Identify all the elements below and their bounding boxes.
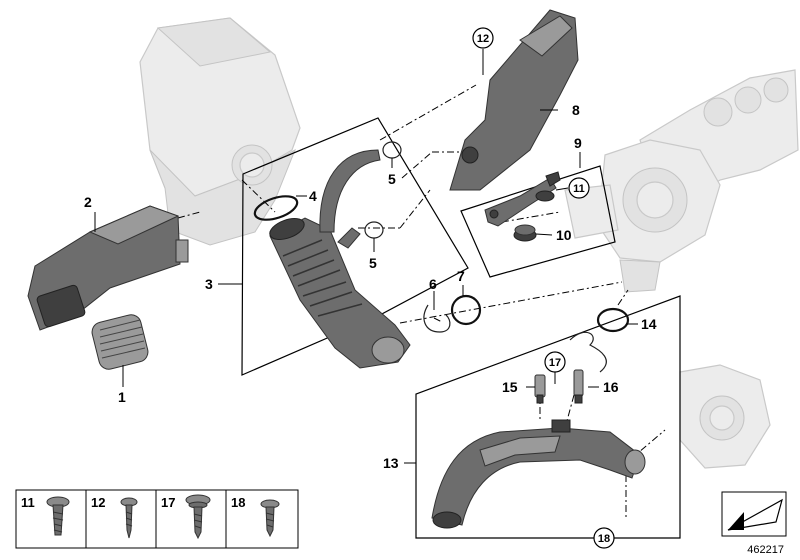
callout-13: 13 <box>383 455 399 471</box>
rubber-mount-10 <box>513 224 537 242</box>
callout-10: 10 <box>556 227 572 243</box>
callout-7: 7 <box>457 268 465 284</box>
svg-text:18: 18 <box>231 495 245 510</box>
throttle-body-ghost <box>679 364 771 469</box>
reference-number: 462217 <box>747 544 784 556</box>
callout-18-circle: 18 <box>593 527 615 549</box>
legend-cell-18: 18 <box>231 495 280 538</box>
svg-text:17: 17 <box>549 357 561 369</box>
o-ring-14 <box>596 307 630 333</box>
callout-3: 3 <box>205 276 213 292</box>
small-ring-5a <box>382 141 402 159</box>
svg-text:12: 12 <box>91 495 105 510</box>
sensor-15 <box>534 374 546 404</box>
clamp-ring-4 <box>253 195 299 221</box>
bracket-8 <box>449 9 579 191</box>
sensor-16 <box>573 369 584 404</box>
callout-11-circle: 11 <box>568 177 590 199</box>
callout-16: 16 <box>603 379 619 395</box>
leader-lines <box>94 49 638 464</box>
callout-2: 2 <box>84 194 92 210</box>
callout-1: 1 <box>118 389 126 405</box>
air-filter-housing-ghost <box>139 17 301 246</box>
assembly-frame-3 <box>241 117 469 376</box>
svg-text:12: 12 <box>477 33 489 45</box>
direction-symbol <box>721 491 787 537</box>
assembly-frame-13 <box>415 295 681 539</box>
legend-cell-11: 11 <box>21 495 70 536</box>
svg-text:11: 11 <box>21 495 35 510</box>
svg-text:11: 11 <box>573 183 585 195</box>
small-ring-5b <box>364 221 384 239</box>
fastener-legend: 11 12 17 <box>15 489 299 549</box>
callout-5a: 5 <box>388 171 396 187</box>
callout-15: 15 <box>502 379 518 395</box>
legend-cell-12: 12 <box>91 495 138 539</box>
callout-5b: 5 <box>369 255 377 271</box>
wire-clip-6 <box>423 304 451 333</box>
callout-4: 4 <box>309 188 317 204</box>
wiring-harness <box>569 331 607 373</box>
callout-14: 14 <box>641 316 657 332</box>
callout-6: 6 <box>429 276 437 292</box>
charge-air-pipe-13 <box>431 419 646 529</box>
svg-text:17: 17 <box>161 495 175 510</box>
turbocharger-ghost <box>564 69 799 293</box>
o-ring-7 <box>450 294 482 326</box>
callout-12-circle: 12 <box>472 27 494 49</box>
intake-silencer-hose <box>269 149 411 369</box>
svg-text:18: 18 <box>598 533 610 545</box>
grommet-11 <box>535 190 555 202</box>
air-intake-duct <box>27 205 189 331</box>
callout-8: 8 <box>572 102 580 118</box>
intake-grille <box>91 314 149 370</box>
callout-9: 9 <box>574 135 582 151</box>
callout-17-circle: 17 <box>544 351 566 373</box>
legend-cell-17: 17 <box>161 494 211 540</box>
